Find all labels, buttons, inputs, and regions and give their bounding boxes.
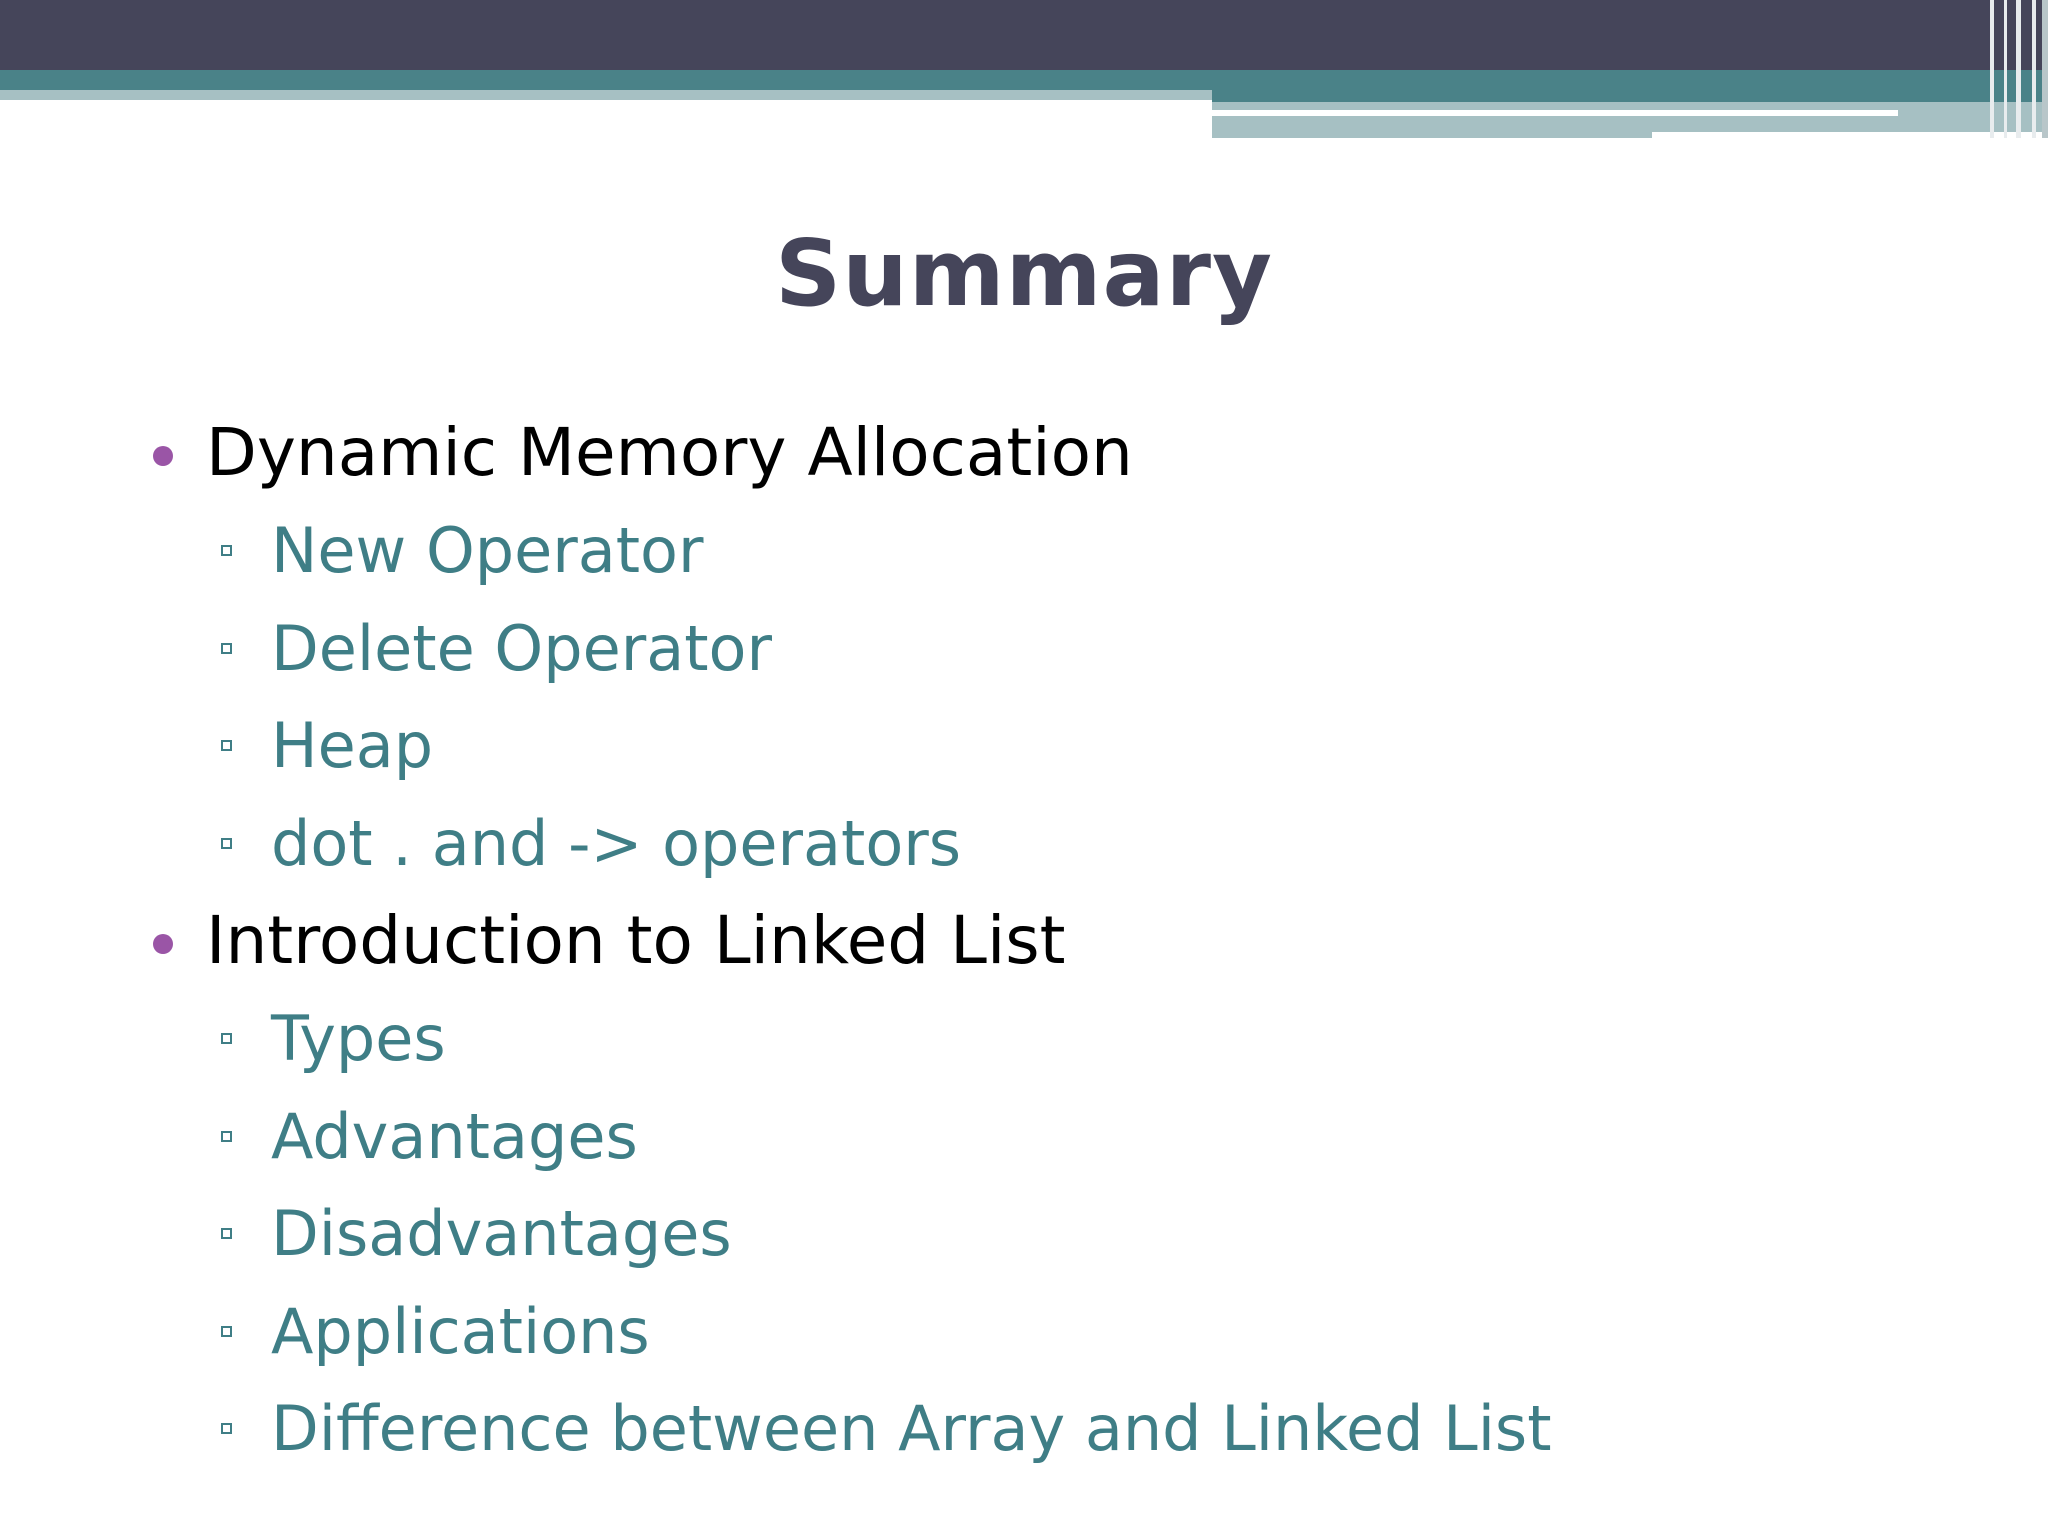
sub-bullet-text: Heap: [271, 709, 434, 782]
sub-bullet-item: Disadvantages: [0, 1185, 2048, 1283]
header-stripe: [2032, 0, 2036, 138]
square-bullet-icon: [221, 642, 232, 654]
slide-title: Summary: [775, 220, 1273, 327]
section-heading: Dynamic Memory Allocation: [206, 414, 1133, 491]
square-bullet-icon: [221, 1325, 232, 1337]
sub-bullet-text: Delete Operator: [271, 611, 772, 685]
header-band-teal-left: [0, 70, 1212, 90]
sub-bullet-text: Difference between Array and Linked List: [271, 1392, 1552, 1465]
bullet-section: Introduction to Linked List: [0, 892, 2048, 990]
sub-bullet-text: Types: [271, 1002, 446, 1075]
sub-bullet-item: Delete Operator: [0, 600, 2048, 698]
header-stripe: [2004, 0, 2007, 138]
header-band-teal-right: [1212, 70, 2048, 102]
square-bullet-icon: [221, 1228, 232, 1239]
square-bullet-icon: [221, 740, 232, 751]
header-stripe: [2042, 0, 2048, 138]
sub-bullet-text: Applications: [271, 1294, 650, 1368]
round-bullet-icon: [153, 934, 173, 954]
header-white-line: [1212, 110, 1898, 116]
header-stripe: [1990, 0, 1994, 138]
sub-bullet-text: Disadvantages: [271, 1197, 732, 1270]
bullet-section: Dynamic Memory Allocation: [0, 404, 2048, 502]
sub-bullet-item: Types: [0, 990, 2048, 1088]
sub-bullet-text: Advantages: [271, 1099, 638, 1173]
header-white-notch: [1652, 132, 2048, 138]
bullet-list: Dynamic Memory Allocation New Operator D…: [0, 404, 2048, 1478]
sub-bullet-text: dot . and -> operators: [271, 806, 962, 880]
sub-bullet-text: New Operator: [271, 514, 704, 587]
sub-bullet-item: Applications: [0, 1283, 2048, 1381]
square-bullet-icon: [221, 1130, 232, 1142]
square-bullet-icon: [221, 837, 232, 849]
sub-bullet-item: Difference between Array and Linked List: [0, 1380, 2048, 1478]
header-band-dark: [0, 0, 2048, 70]
sub-bullet-item: dot . and -> operators: [0, 795, 2048, 893]
header-stripe: [2016, 0, 2021, 138]
square-bullet-icon: [221, 1033, 232, 1044]
sub-bullet-item: Advantages: [0, 1088, 2048, 1186]
square-bullet-icon: [221, 545, 232, 556]
round-bullet-icon: [153, 446, 173, 466]
section-heading: Introduction to Linked List: [206, 902, 1066, 979]
header-band-light-left: [0, 90, 1212, 100]
sub-bullet-item: Heap: [0, 697, 2048, 795]
square-bullet-icon: [221, 1423, 232, 1434]
sub-bullet-item: New Operator: [0, 502, 2048, 600]
